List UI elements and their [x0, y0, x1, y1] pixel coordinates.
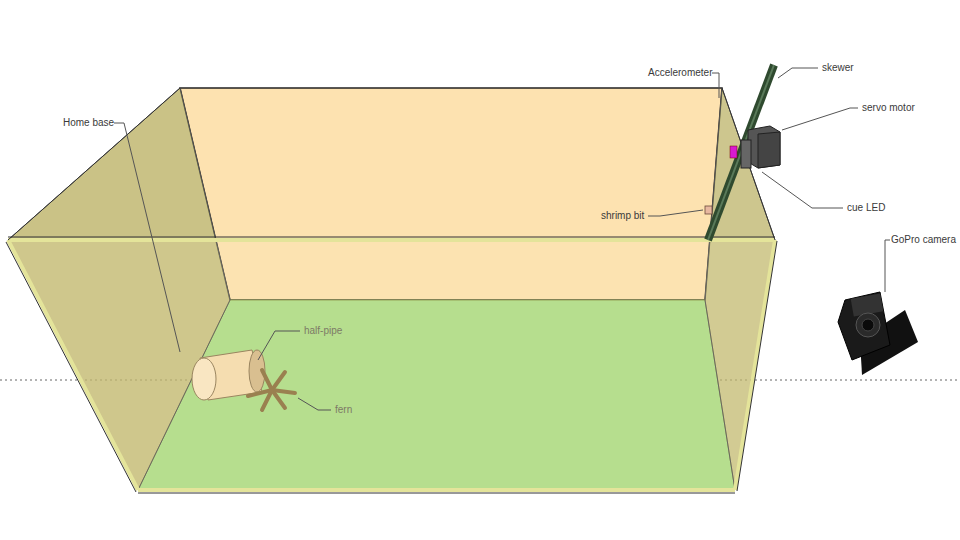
leader-lines [114, 68, 890, 410]
part-label: fern [335, 404, 352, 416]
tank-frame [8, 240, 775, 490]
fern-plant [248, 370, 295, 410]
part-label: cue LED [847, 202, 885, 214]
part-label: GoPro camera [891, 234, 956, 246]
gopro-camera-shape [838, 292, 918, 375]
part-label: servo motor [862, 102, 915, 114]
part-label: half-pipe [304, 325, 342, 337]
part-label: skewer [822, 62, 854, 74]
tank-frame-outline [6, 88, 777, 493]
cue-led-shape [730, 146, 737, 158]
part-label: Accelerometer [648, 67, 712, 79]
front-glass [8, 240, 775, 490]
part-label: Home base [63, 117, 114, 129]
part-label: shrimp bit [601, 210, 644, 222]
servo-motor-shape [741, 126, 780, 168]
shrimp-bit-shape [705, 206, 712, 214]
